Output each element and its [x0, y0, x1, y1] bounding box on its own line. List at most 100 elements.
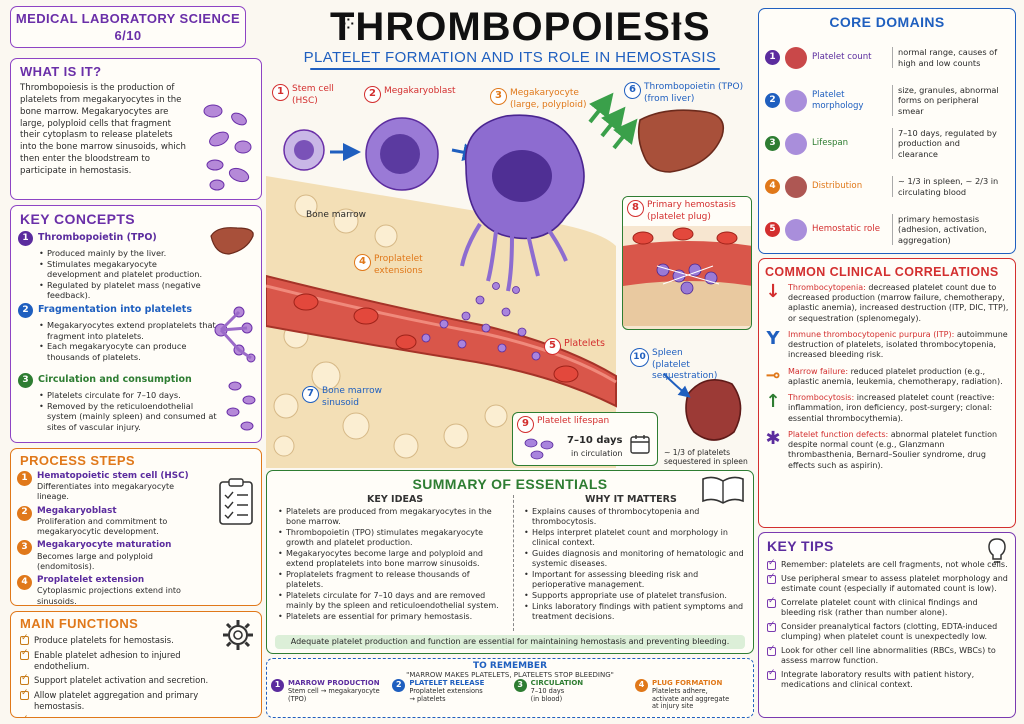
domain-icon: [785, 175, 807, 198]
what-is-it-text: Thrombopoiesis is the production of plat…: [20, 83, 186, 177]
domain-number: 1: [765, 50, 780, 65]
clinical-item: ⊸ Marrow failure: reduced platelet produ…: [763, 364, 1013, 387]
title-sparks-right: ⁘: [668, 12, 685, 36]
what-is-it-title: WHAT IS IT?: [20, 64, 102, 79]
domain-desc: normal range, causes of high and low cou…: [892, 47, 1002, 68]
remember-step-number: 2: [392, 679, 406, 692]
process-step-desc: Proliferation and commitment to megakary…: [37, 516, 168, 537]
domain-desc: ~ 1/3 in spleen, ~ 2/3 in circulating bl…: [892, 176, 1002, 197]
remember-step-desc: Proplatelet extensions → platelets: [409, 686, 483, 703]
process-step-title: Megakaryoblast: [37, 505, 117, 516]
process-step-desc: Differentiates into megakaryocyte lineag…: [37, 482, 175, 502]
clinical-item: ✱ Platelet function defects: abnormal pl…: [763, 429, 1013, 471]
tip-item: Use peripheral smear to assess platelet …: [767, 572, 1011, 594]
process-step-title: Megakaryocyte maturation: [37, 540, 172, 551]
domain-row: 5 Hemostatic role primary hemostasis (ad…: [765, 208, 1011, 251]
process-step-title: Proplatelet extension: [37, 575, 145, 586]
process-step-number: 4: [17, 575, 32, 591]
function-item: Support platelet activation and secretio…: [20, 673, 230, 686]
checkbox-icon: [20, 633, 29, 645]
clinical-icon: ⊸: [765, 364, 781, 386]
page-title: THROMBOPOIESIS: [330, 5, 711, 49]
course-badge: MEDICAL LABORATORY SCIENCE 6/10: [10, 6, 246, 48]
clinical-desc: autoimmune destruction of platelets, iso…: [788, 329, 1008, 360]
clinical-term: Marrow failure:: [788, 366, 849, 376]
function-item: Produce platelets for hemostasis.: [20, 633, 230, 646]
domain-number: 2: [765, 93, 780, 108]
platelets-icon: [524, 438, 554, 460]
clinical-term: Platelet function defects:: [788, 429, 889, 439]
label-number: 9: [517, 416, 534, 433]
remember-step-title: CIRCULATION: [530, 679, 584, 687]
checkbox-icon: [767, 668, 776, 680]
platelets-illustration: [203, 104, 252, 191]
clinical-icon: Y: [766, 327, 780, 349]
clinical-icon: ↑: [765, 391, 781, 413]
core-domains-panel: CORE DOMAINS 1 Platelet count normal ran…: [758, 8, 1016, 254]
key-idea: Proplatelets fragment to release thousan…: [277, 570, 503, 590]
to-remember-title: TO REMEMBER: [473, 661, 547, 671]
concept-bullet: Megakaryocytes extend proplatelets that …: [38, 320, 216, 341]
clinical-item: ↓ Thrombocytopenia: decreased platelet c…: [763, 283, 1013, 324]
why-item: Important for assessing bleeding risk an…: [523, 570, 749, 590]
domain-name: Distribution: [812, 181, 863, 191]
what-is-it-panel: WHAT IS IT? Thrombopoiesis is the produc…: [10, 58, 262, 200]
to-remember-quote: "MARROW MAKES PLATELETS, PLATELETS STOP …: [406, 671, 614, 679]
tip-item: Integrate laboratory results with patien…: [767, 668, 1011, 690]
why-item: Links laboratory findings with patient s…: [523, 602, 749, 622]
liver-icon: [210, 227, 254, 255]
concept-bullet: Removed by the reticuloendothelial syste…: [38, 401, 218, 433]
why-item: Explains causes of thrombocytopenia and …: [523, 507, 749, 527]
key-idea: Thrombopoietin (TPO) stimulates megakary…: [277, 528, 503, 548]
key-tips-panel: KEY TIPS Remember: platelets are cell fr…: [758, 532, 1016, 718]
domain-desc: primary hemostasis (adhesion, activation…: [892, 213, 1002, 246]
domain-desc: size, granules, abnormal forms on periph…: [892, 84, 1002, 117]
clinical-desc: increased platelet count (reactive: infl…: [788, 393, 995, 423]
domain-name: Hemostatic role: [812, 224, 880, 234]
checkbox-icon: [767, 644, 776, 656]
clinical-panel: COMMON CLINICAL CORRELATIONS ↓ Thrombocy…: [758, 258, 1016, 528]
why-item: Guides diagnosis and monitoring of hemat…: [523, 549, 749, 569]
tip-item: Look for other cell line abnormalities (…: [767, 644, 1011, 666]
circulating-platelets-icon: [226, 381, 256, 431]
title-sparks-left: ⁘: [340, 12, 357, 36]
book-icon: [702, 476, 744, 504]
label-bone-marrow: Bone marrow: [306, 210, 366, 220]
concept-bullet: Platelets circulate for 7–10 days.: [38, 390, 218, 401]
domain-number: 4: [765, 179, 780, 194]
remember-step-title: PLATELET RELEASE: [409, 679, 485, 687]
remember-step-number: 3: [513, 679, 527, 692]
checkbox-icon: [767, 620, 776, 632]
domain-row: 4 Distribution ~ 1/3 in spleen, ~ 2/3 in…: [765, 165, 1011, 208]
main-functions-title: MAIN FUNCTIONS: [20, 616, 139, 631]
clipboard-checklist-icon: [219, 478, 253, 525]
checkbox-icon: [20, 688, 29, 700]
checkbox-icon: [767, 596, 776, 608]
checkbox-icon: [767, 558, 776, 570]
process-step: 4 Proplatelet extension Cytoplasmic proj…: [17, 575, 207, 605]
why-item: Supports appropriate use of platelet tra…: [523, 591, 749, 601]
clinical-desc: decreased platelet count due to decrease…: [788, 283, 1009, 323]
domain-desc: 7–10 days, regulated by production and c…: [892, 127, 1002, 160]
concept-number: 1: [18, 231, 33, 246]
clinical-icon: ↓: [765, 281, 781, 302]
course-page: 6/10: [114, 27, 142, 43]
concept-number: 3: [18, 373, 33, 388]
remember-step-title: PLUG FORMATION: [651, 679, 723, 687]
tip-item: Remember: platelets are cell fragments, …: [767, 558, 1011, 570]
process-step-desc: Becomes large and polyploid (endomitosis…: [37, 551, 153, 571]
lifespan-sub: in circulation: [571, 449, 623, 458]
domain-row: 1 Platelet count normal range, causes of…: [765, 36, 1011, 79]
remember-step-number: 1: [271, 679, 284, 692]
why-matters-title: WHY IT MATTERS: [585, 494, 677, 505]
clinical-item: Y Immune thrombocytopenic purpura (ITP):…: [763, 330, 1013, 361]
